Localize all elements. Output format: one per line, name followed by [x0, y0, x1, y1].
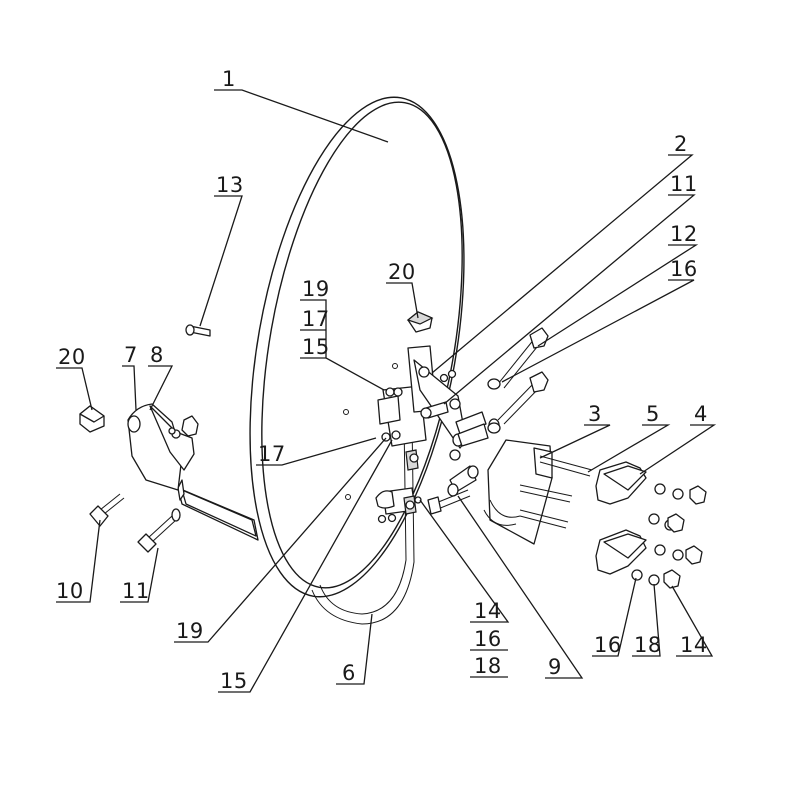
callout-16: 16: [594, 633, 622, 657]
callout-11: 11: [670, 172, 698, 196]
arm-bracket: [413, 359, 467, 461]
short-bolt: [427, 489, 471, 515]
callout-7: 7: [124, 343, 138, 367]
spacer-tubes: [447, 411, 500, 497]
callout-labels: 1 2 11 12 16 13 20 19 17 15 20 7 8 3 5 4…: [56, 67, 708, 693]
stud-bolts: [519, 455, 593, 529]
callout-17: 17: [302, 307, 330, 331]
callout-20: 20: [58, 345, 86, 369]
mounting-arm-tube: [177, 479, 259, 541]
callout-13: 13: [216, 173, 244, 197]
callout-6: 6: [342, 661, 356, 685]
callout-18: 18: [474, 654, 502, 678]
callout-3: 3: [588, 402, 602, 426]
callout-15: 15: [220, 669, 248, 693]
washers-and-nuts: [631, 483, 707, 589]
callout-19: 19: [302, 277, 330, 301]
callout-5: 5: [646, 402, 660, 426]
callout-14: 14: [474, 599, 502, 623]
leader-lines: [56, 89, 717, 693]
dish-reflector: [249, 96, 465, 598]
callout-1: 1: [222, 67, 236, 91]
callout-2: 2: [674, 132, 688, 156]
callout-17: 17: [258, 442, 286, 466]
callout-19: 19: [176, 619, 204, 643]
callout-8: 8: [150, 343, 164, 367]
callout-12: 12: [670, 222, 698, 246]
pole-clamp: [127, 403, 199, 491]
callout-15: 15: [302, 335, 330, 359]
callout-20: 20: [388, 260, 416, 284]
lnb-holder-plate: [483, 439, 553, 545]
clamp-blocks: [595, 461, 647, 575]
callout-4: 4: [694, 402, 708, 426]
callout-18: 18: [634, 633, 662, 657]
callout-14: 14: [680, 633, 708, 657]
small-parts-left: [79, 311, 434, 553]
callout-16: 16: [670, 257, 698, 281]
callout-10: 10: [56, 579, 84, 603]
callout-16: 16: [474, 627, 502, 651]
long-bolts: [487, 327, 549, 434]
callout-9: 9: [548, 655, 562, 679]
callout-11: 11: [122, 579, 150, 603]
